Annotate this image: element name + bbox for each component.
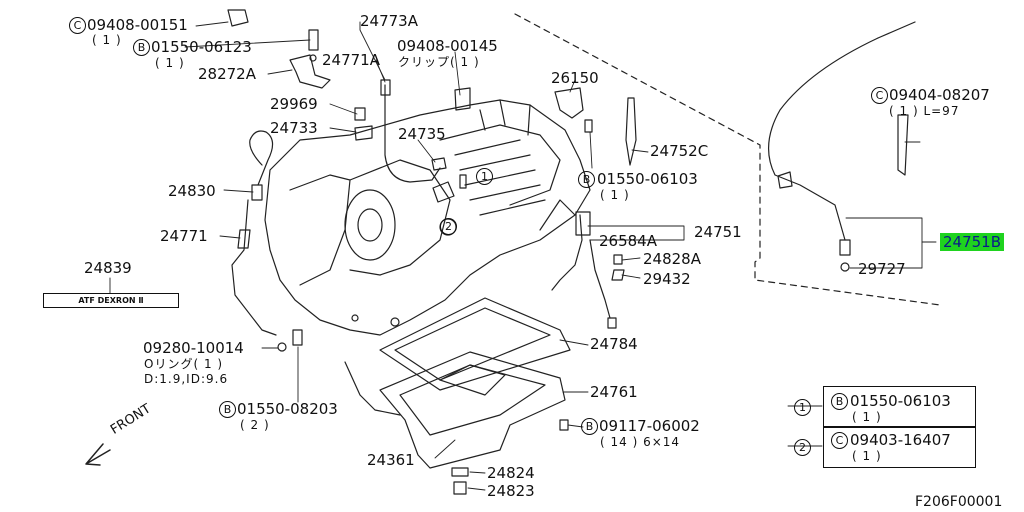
label-24839: 24839: [84, 259, 132, 277]
legend-part-2: 09403-16407: [850, 431, 951, 449]
label-24752C: 24752C: [650, 142, 709, 160]
symbol-one: 1: [476, 168, 493, 185]
label-29432: 29432: [643, 270, 691, 288]
label-24771A: 24771A: [322, 51, 380, 69]
dashed-boundary: [514, 13, 941, 306]
label-09280-10014: 09280-10014: [143, 339, 244, 357]
harness-24751: [551, 214, 583, 291]
label-09408-00151-qty: ( 1 ): [92, 33, 122, 47]
legend-prefix-1: B: [831, 393, 848, 410]
legend-row-2: [823, 426, 976, 468]
oil-pan: [379, 351, 566, 469]
label-24824: 24824: [487, 464, 535, 482]
legend-row-1: [823, 386, 976, 428]
label-01550-06123-qty: ( 1 ): [155, 56, 185, 70]
label-24733: 24733: [270, 119, 318, 137]
label-09408-00145-sub: クリップ( 1 ): [398, 55, 480, 69]
figure-code: F206F00001: [915, 494, 1003, 510]
label-24773A: 24773A: [360, 12, 418, 30]
label-24751: 24751: [694, 223, 742, 241]
label-24784: 24784: [590, 335, 638, 353]
label-09280-10014-dim: D:1.9,ID:9.6: [144, 372, 229, 386]
label-09117-06002-qty: ( 14 ) 6×14: [600, 435, 681, 449]
label-01550-08203: 01550-08203: [237, 400, 338, 418]
symbol-c: C: [69, 17, 86, 34]
label-09408-00145: 09408-00145: [397, 37, 498, 55]
transmission-case: [264, 99, 591, 336]
label-24823: 24823: [487, 482, 535, 500]
label-29727: 29727: [858, 260, 906, 278]
label-01550-06103: 01550-06103: [597, 170, 698, 188]
speedo-cable: [767, 37, 879, 241]
atf-label-plate: ATF DEXRON Ⅱ: [43, 293, 179, 308]
label-24761: 24761: [590, 383, 638, 401]
label-09404-08207: 09404-08207: [889, 86, 990, 104]
dipstick-tube: [231, 199, 277, 336]
legend-prefix-2: C: [831, 432, 848, 449]
symbol-c: C: [871, 87, 888, 104]
symbol-b: B: [219, 401, 236, 418]
dipstick-24752C: [625, 97, 637, 166]
dipstick: [249, 130, 274, 186]
label-29969: 29969: [270, 95, 318, 113]
label-24751B-highlighted[interactable]: 24751B: [940, 233, 1005, 251]
label-09404-08207-sub: ( 1 ) L=97: [889, 104, 960, 118]
legend-num-1: 1: [794, 399, 811, 416]
symbol-b: B: [581, 418, 598, 435]
label-09117-06002: 09117-06002: [599, 417, 700, 435]
front-arrow: [85, 443, 111, 466]
label-24735: 24735: [398, 125, 446, 143]
symbol-b: B: [578, 171, 595, 188]
legend-part-1: 01550-06103: [850, 392, 951, 410]
label-28272A: 28272A: [198, 65, 256, 83]
cooler-pipe: [384, 84, 441, 183]
label-09280-10014-sub: Oリング( 1 ): [144, 357, 224, 371]
label-01550-06123: 01550-06123: [151, 38, 252, 56]
label-24771: 24771: [160, 227, 208, 245]
clip-09408-00151: [227, 9, 249, 27]
legend-qty-1: ( 1 ): [852, 410, 882, 424]
label-26150: 26150: [551, 69, 599, 87]
label-24830: 24830: [168, 182, 216, 200]
label-24361: 24361: [367, 451, 415, 469]
legend-qty-2: ( 1 ): [852, 449, 882, 463]
pan-gasket: [379, 297, 571, 391]
symbol-b: B: [133, 39, 150, 56]
label-26584A: 26584A: [599, 232, 657, 250]
label-01550-06103-qty: ( 1 ): [600, 188, 630, 202]
bracket-28272A: [289, 54, 331, 89]
label-24828A: 24828A: [643, 250, 701, 268]
legend-num-2: 2: [794, 439, 811, 456]
case-bore: [344, 189, 396, 261]
label-09408-00151: 09408-00151: [87, 16, 188, 34]
label-01550-08203-qty: ( 2 ): [240, 418, 270, 432]
symbol-two: 2: [440, 218, 457, 235]
